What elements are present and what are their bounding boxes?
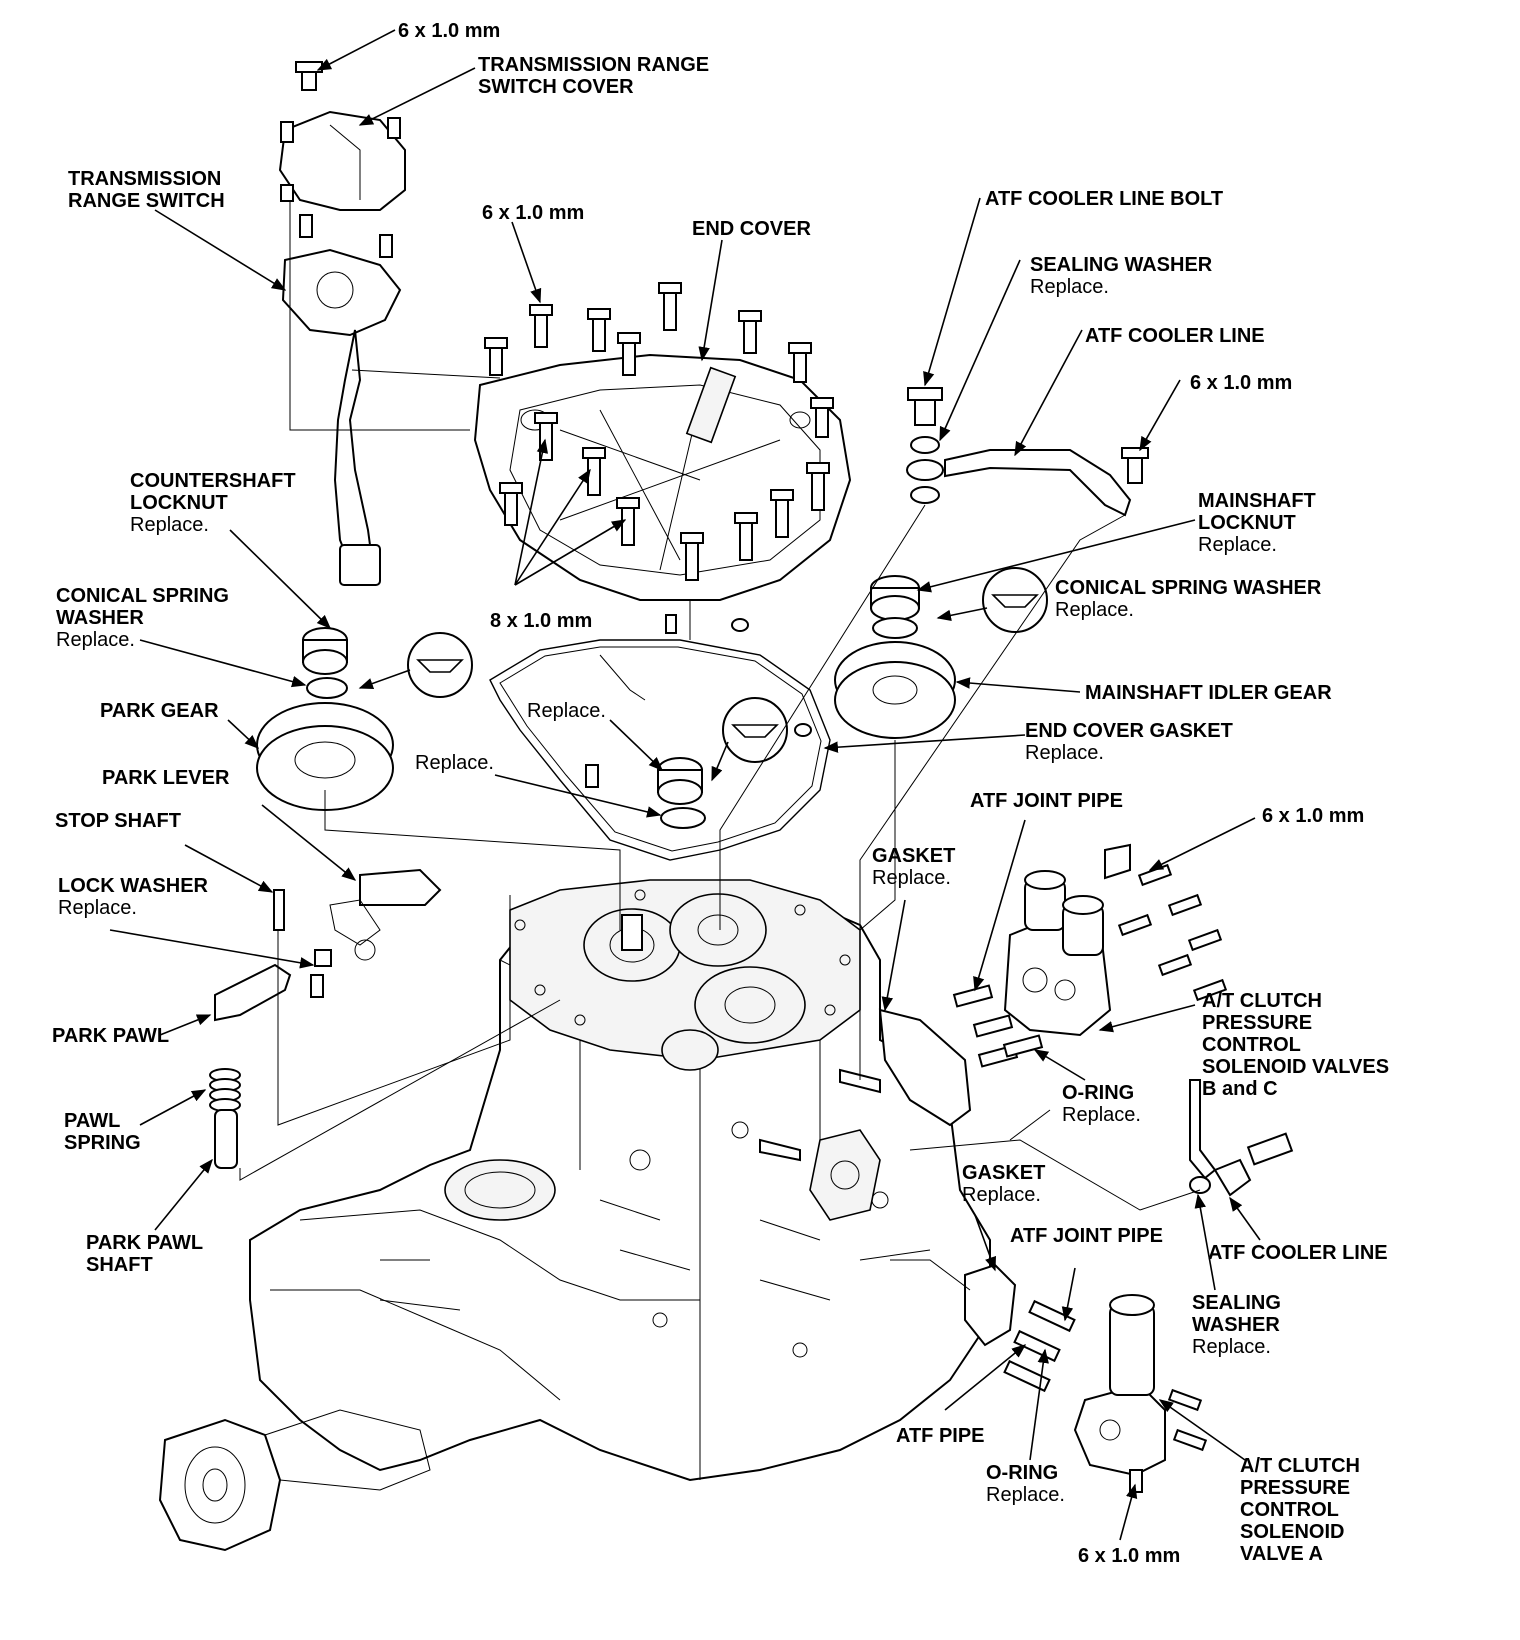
label-atf-cooler-line-bolt: ATF COOLER LINE BOLT xyxy=(985,188,1224,210)
park-pawl-shaft xyxy=(214,1109,238,1169)
label-park-lever: PARK LEVER xyxy=(102,767,230,789)
solenoid-valves-b-and-c xyxy=(1003,843,1131,1037)
label-bolt-cooler: 6 x 1.0 mm xyxy=(1190,372,1293,394)
atf-pipes-bottom xyxy=(1003,1299,1076,1393)
atf-cooler-line-top xyxy=(906,387,1149,517)
label-bolt-top: 6 x 1.0 mm xyxy=(398,20,501,42)
end-cover-gasket-inner xyxy=(499,646,822,852)
label-bolt-solenoid-a: 6 x 1.0 mm xyxy=(1078,1545,1181,1567)
label-bolt-solenoid-bc: 6 x 1.0 mm xyxy=(1262,805,1365,827)
park-gear xyxy=(256,702,394,811)
mainshaft-locknut xyxy=(870,575,920,621)
label-atf-joint-pipe-bottom: ATF JOINT PIPE xyxy=(1010,1225,1163,1247)
end-cover-bolts xyxy=(484,282,834,581)
end-cover-gasket xyxy=(489,639,831,861)
o-ring-small xyxy=(731,618,749,632)
label-replace-gasket-top: Replace. xyxy=(527,700,606,722)
countershaft-locknut xyxy=(302,627,348,675)
guide-lines xyxy=(239,200,1201,1291)
transmission-range-switch xyxy=(281,214,402,586)
conical-spring-washer-right xyxy=(872,617,918,639)
label-mainshaft-idler: MAINSHAFT IDLER GEAR xyxy=(1085,682,1332,704)
label-park-pawl: PARK PAWL xyxy=(52,1025,170,1047)
label-bolt-8x: 8 x 1.0 mm xyxy=(490,610,593,632)
o-ring-small xyxy=(794,723,812,737)
stop-shaft xyxy=(273,889,285,931)
solenoid-valve-a xyxy=(1073,1294,1166,1477)
label-bolt-endcover: 6 x 1.0 mm xyxy=(482,202,585,224)
center-locknut xyxy=(657,757,706,829)
solenoid-bc-bolts xyxy=(1117,863,1228,1002)
dowel-pin xyxy=(585,764,599,788)
pawl-spring xyxy=(209,1068,241,1112)
gasket-solenoid-bc xyxy=(878,1008,972,1127)
washer-detail-callouts xyxy=(407,567,1048,763)
conical-spring-washer-left xyxy=(306,677,348,699)
label-atf-pipe: ATF PIPE xyxy=(896,1425,985,1447)
label-park-gear: PARK GEAR xyxy=(100,700,219,722)
atf-joint-pipes-top xyxy=(952,984,1044,1068)
lock-washer xyxy=(314,949,332,967)
gasket-tab xyxy=(599,654,646,701)
park-lever xyxy=(329,868,442,961)
end-cover xyxy=(473,353,852,601)
label-stop-shaft: STOP SHAFT xyxy=(55,810,181,832)
atf-cooler-line-bottom xyxy=(1189,1079,1294,1197)
dowel-pin xyxy=(665,614,677,634)
park-pawl xyxy=(214,963,292,1022)
transmission-range-switch-cover xyxy=(278,61,406,211)
label-end-cover: END COVER xyxy=(692,218,811,240)
label-atf-cooler-line-bottom: ATF COOLER LINE xyxy=(1208,1242,1388,1264)
transmission-housing xyxy=(158,879,991,1552)
leader-lines xyxy=(109,29,1261,1541)
label-atf-joint-pipe-top: ATF JOINT PIPE xyxy=(970,790,1123,812)
mainshaft-idler-gear xyxy=(834,641,956,739)
lock-washer-bolt xyxy=(310,974,324,998)
label-replace-mid: Replace. xyxy=(415,752,494,774)
label-atf-cooler-line-top: ATF COOLER LINE xyxy=(1085,325,1265,347)
